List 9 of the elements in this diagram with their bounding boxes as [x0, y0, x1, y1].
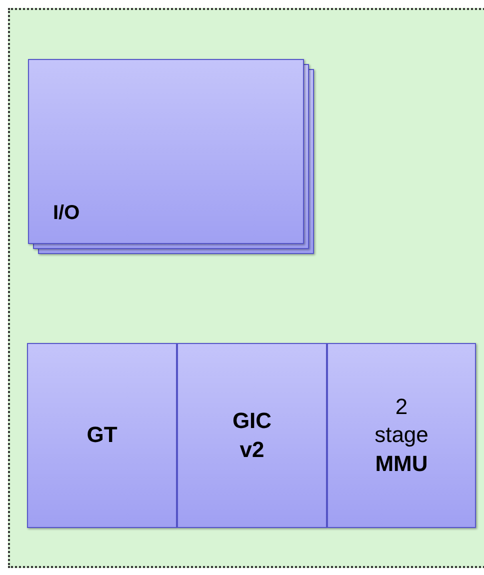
component-cell	[27, 343, 177, 528]
io-card	[28, 59, 304, 244]
cell-label: 2 stage MMU	[374, 392, 430, 478]
cell-label: GIC v2	[231, 406, 273, 464]
container-panel	[8, 8, 484, 568]
cell-label: GT	[86, 421, 118, 450]
component-cell	[327, 343, 476, 528]
card-label: I/O	[53, 202, 80, 225]
component-cell	[177, 343, 327, 528]
